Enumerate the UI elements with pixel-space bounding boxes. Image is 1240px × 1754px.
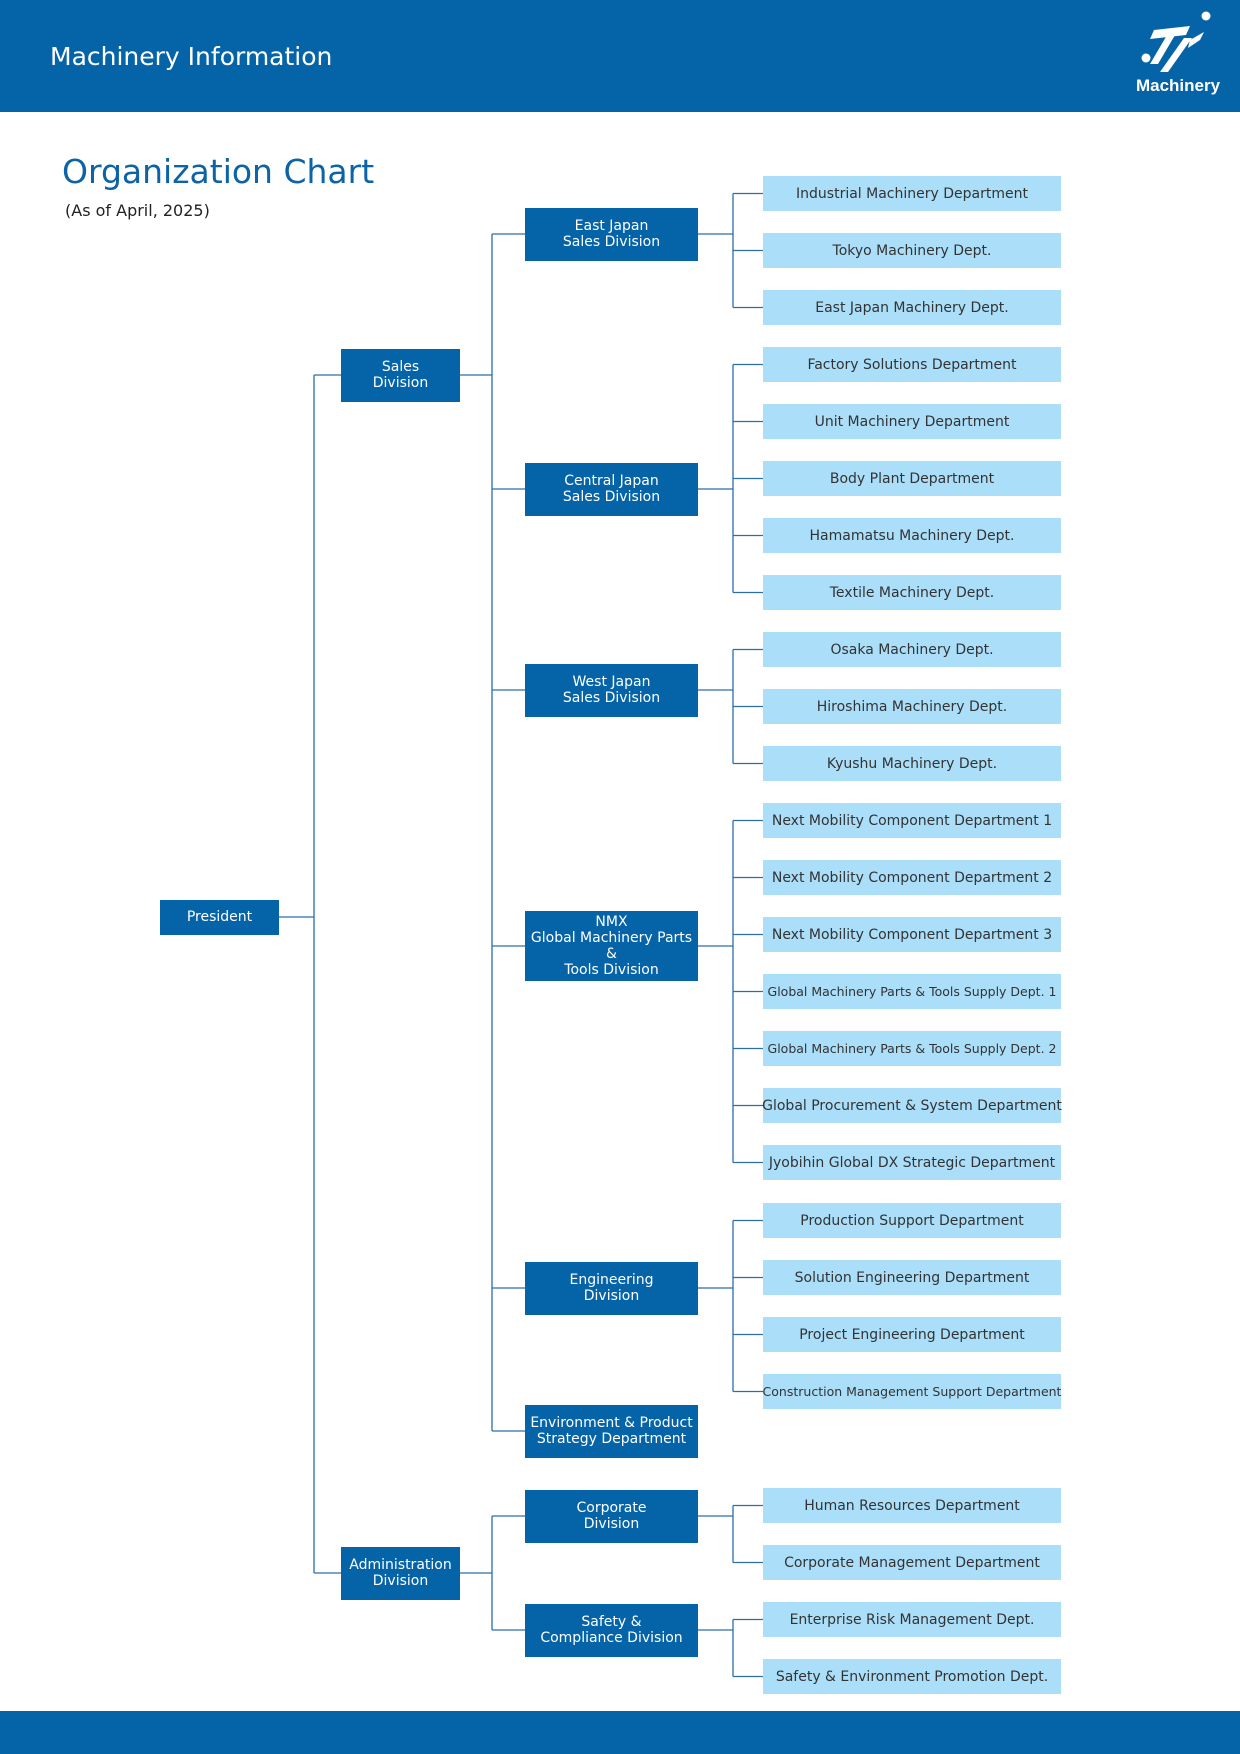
department-box-label: Human Resources Department — [804, 1497, 1020, 1514]
department-box: Hiroshima Machinery Dept. — [763, 689, 1061, 724]
department-box: East Japan Machinery Dept. — [763, 290, 1061, 325]
department-box: Industrial Machinery Department — [763, 176, 1061, 211]
as-of-date: (As of April, 2025) — [65, 201, 210, 220]
department-box-label: Osaka Machinery Dept. — [830, 641, 994, 658]
department-box-label: Next Mobility Component Department 1 — [771, 812, 1053, 829]
department-box: Global Machinery Parts & Tools Supply De… — [763, 974, 1061, 1009]
department-box-label: Unit Machinery Department — [814, 413, 1010, 430]
division-box-label: Administration Division — [349, 1557, 452, 1589]
department-box-label: Global Machinery Parts & Tools Supply De… — [767, 983, 1057, 999]
department-box-label: Global Procurement & System Department — [762, 1097, 1062, 1114]
department-box-label: Factory Solutions Department — [807, 356, 1017, 373]
subdivision-box-label: NMX Global Machinery Parts & Tools Divis… — [530, 914, 693, 978]
subdivision-box: NMX Global Machinery Parts & Tools Divis… — [525, 911, 698, 981]
department-box: Kyushu Machinery Dept. — [763, 746, 1061, 781]
department-box: Enterprise Risk Management Dept. — [763, 1602, 1061, 1637]
department-box-label: Industrial Machinery Department — [796, 185, 1028, 202]
department-box-label: Global Machinery Parts & Tools Supply De… — [767, 1040, 1057, 1056]
department-box-label: East Japan Machinery Dept. — [815, 299, 1009, 316]
department-box-label: Construction Management Support Departme… — [762, 1383, 1062, 1399]
department-box: Next Mobility Component Department 3 — [763, 917, 1061, 952]
department-box-label: Solution Engineering Department — [794, 1269, 1030, 1286]
president-box-label: President — [186, 909, 253, 925]
subdivision-box: Engineering Division — [525, 1261, 698, 1315]
department-box-label: Corporate Management Department — [784, 1554, 1040, 1571]
subdivision-box: Central Japan Sales Division — [525, 462, 698, 516]
department-box: Solution Engineering Department — [763, 1260, 1061, 1295]
subdivision-box-label: East Japan Sales Division — [562, 218, 661, 250]
department-box: Construction Management Support Departme… — [763, 1374, 1061, 1409]
department-box: Jyobihin Global DX Strategic Department — [763, 1145, 1061, 1180]
subdivision-box-label: Corporate Division — [576, 1500, 647, 1532]
department-box-label: Kyushu Machinery Dept. — [826, 755, 998, 772]
department-box-label: Safety & Environment Promotion Dept. — [775, 1668, 1049, 1685]
header-bar: Machinery Information Machinery — [0, 0, 1240, 112]
footer-bar — [0, 1711, 1240, 1754]
page-title: Organization Chart — [62, 152, 375, 191]
logo-wordmark: Machinery — [1135, 76, 1221, 95]
subdivision-box-label: Central Japan Sales Division — [562, 473, 661, 505]
department-box: Human Resources Department — [763, 1488, 1061, 1523]
department-box-label: Tokyo Machinery Dept. — [832, 242, 992, 259]
department-box: Global Procurement & System Department — [762, 1088, 1062, 1123]
department-box: Body Plant Department — [763, 461, 1061, 496]
department-box-label: Hiroshima Machinery Dept. — [816, 698, 1008, 715]
department-box: Textile Machinery Dept. — [763, 575, 1061, 610]
department-box: Global Machinery Parts & Tools Supply De… — [763, 1031, 1061, 1066]
department-box-label: Next Mobility Component Department 3 — [771, 926, 1053, 943]
subdivision-box: Safety & Compliance Division — [525, 1603, 698, 1657]
department-box: Safety & Environment Promotion Dept. — [763, 1659, 1061, 1694]
department-box: Tokyo Machinery Dept. — [763, 233, 1061, 268]
department-box: Unit Machinery Department — [763, 404, 1061, 439]
department-box: Osaka Machinery Dept. — [763, 632, 1061, 667]
department-box: Hamamatsu Machinery Dept. — [763, 518, 1061, 553]
department-box: Factory Solutions Department — [763, 347, 1061, 382]
subdivision-box-label: West Japan Sales Division — [562, 674, 661, 706]
division-box: Sales Division — [341, 348, 460, 402]
department-box: Production Support Department — [763, 1203, 1061, 1238]
department-box-label: Enterprise Risk Management Dept. — [789, 1611, 1035, 1628]
subdivision-box-label: Safety & Compliance Division — [540, 1614, 683, 1646]
department-box-label: Production Support Department — [800, 1212, 1024, 1229]
company-logo-icon — [1141, 11, 1211, 72]
subdivision-box-label: Engineering Division — [569, 1272, 654, 1304]
department-box-label: Next Mobility Component Department 2 — [771, 869, 1053, 886]
subdivision-box: Environment & Product Strategy Departmen… — [525, 1404, 698, 1458]
department-box-label: Textile Machinery Dept. — [829, 584, 995, 601]
department-box: Corporate Management Department — [763, 1545, 1061, 1580]
department-box: Project Engineering Department — [763, 1317, 1061, 1352]
department-box: Next Mobility Component Department 2 — [763, 860, 1061, 895]
division-box: Administration Division — [341, 1546, 460, 1600]
department-box-label: Body Plant Department — [829, 470, 995, 487]
subdivision-box: Corporate Division — [525, 1489, 698, 1543]
department-box: Next Mobility Component Department 1 — [763, 803, 1061, 838]
department-box-label: Hamamatsu Machinery Dept. — [809, 527, 1015, 544]
subdivision-box-label: Environment & Product Strategy Departmen… — [530, 1415, 693, 1447]
header-title: Machinery Information — [50, 42, 333, 71]
subdivision-box: East Japan Sales Division — [525, 207, 698, 261]
president-box: President — [160, 899, 279, 935]
division-box-label: Sales Division — [372, 359, 429, 391]
subdivision-box: West Japan Sales Division — [525, 663, 698, 717]
company-logo: Machinery — [1128, 8, 1228, 100]
department-box-label: Jyobihin Global DX Strategic Department — [768, 1154, 1056, 1171]
department-box-label: Project Engineering Department — [799, 1326, 1025, 1343]
